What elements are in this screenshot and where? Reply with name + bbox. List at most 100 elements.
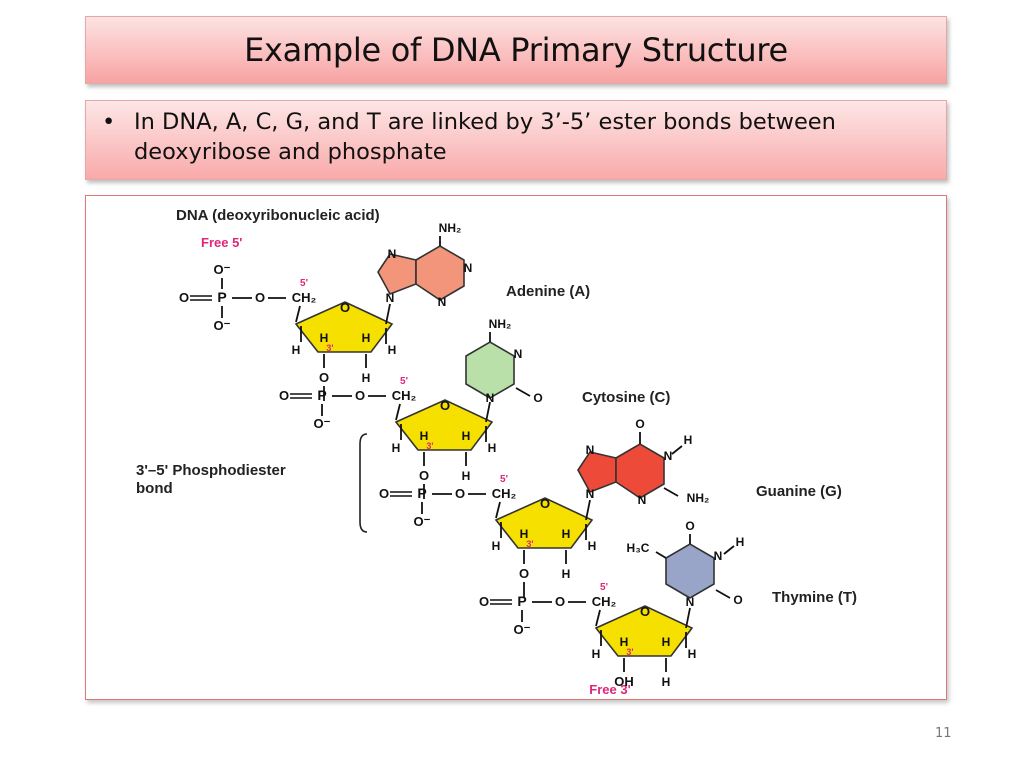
ring-oxygen: O [340,300,350,315]
glycosidic-bond [585,499,591,521]
ch2-ring-bond [295,305,301,323]
sugar-h: H [462,429,471,443]
ch2-group: CH₂ [492,486,517,501]
cytosine-label: Cytosine (C) [582,389,670,406]
glycosidic-bond [685,607,691,629]
sugar-h: H [462,469,471,483]
carbonyl-oxygen: O [733,593,742,607]
ring-oxygen: O [540,496,550,511]
nitrogen-atom: N [714,549,723,563]
nitrogen-atom: N [388,247,397,261]
phosphate-oxygen-bottom: O⁻ [514,622,531,637]
imino-h: H [736,535,745,549]
five-prime-marker: 5' [400,376,408,387]
three-prime-marker: 3' [626,647,633,657]
sugar-h: H [488,441,497,455]
sugar-h: H [592,647,601,661]
ester-oxygen: O [555,594,565,609]
linking-oxygen: O [419,468,429,483]
phosphate-oxygen-bottom: O⁻ [314,416,331,431]
sugar-h: H [388,343,397,357]
ch2-ring-bond [395,403,401,421]
amino-group: NH₂ [439,221,462,235]
diagram-heading: DNA (deoxyribonucleic acid) [176,207,380,224]
sugar-h: H [492,539,501,553]
bullet-dot: • [102,109,116,135]
nitrogen-atom: N [438,295,447,309]
phosphorus-atom: P [417,485,426,501]
three-prime-marker: 3' [426,441,433,451]
sugar-h: H [562,567,571,581]
guanine-pyrimidine-ring [615,443,665,499]
nitrogen-atom: N [638,493,647,507]
methyl-group: H₃C [627,541,650,555]
phosphodiester-bracket [359,433,368,533]
nitrogen-atom: N [664,449,673,463]
phosphodiester-label-line2: bond [136,480,173,497]
ring-oxygen: O [640,604,650,619]
sugar-h: H [292,343,301,357]
adenine-label: Adenine (A) [506,283,590,300]
title-banner: Example of DNA Primary Structure [85,16,947,84]
n-h-bond [671,445,683,455]
phosphate-double-o: O [479,594,489,609]
phosphorus-atom: P [517,593,526,609]
sugar-h: H [688,647,697,661]
sugar-h: H [392,441,401,455]
three-prime-marker: 3' [326,343,333,353]
thymine-label: Thymine (T) [772,589,857,606]
adenine-pyrimidine-ring [415,245,465,301]
bullet-item: • In DNA, A, C, G, and T are linked by 3… [102,107,932,167]
five-prime-marker: 5' [300,278,308,289]
amino-group: NH₂ [687,491,710,505]
linking-oxygen: O [319,370,329,385]
nh2-bond [663,487,679,497]
sugar-h: H [420,429,429,443]
sugar-h: H [588,539,597,553]
carbonyl-oxygen: O [635,417,644,431]
nitrogen-atom: N [486,391,495,405]
adenine-imidazole-ring [377,253,417,295]
imino-h: H [684,433,693,447]
ester-oxygen: O [355,388,365,403]
ch2-ring-bond [495,501,501,519]
nitrogen-atom: N [586,443,595,457]
thymine-ring [665,543,715,599]
nitrogen-atom: N [464,261,473,275]
methyl-bond [655,551,667,559]
ch2-group: CH₂ [392,388,417,403]
phosphate-oxygen-bottom: O⁻ [214,318,231,333]
ch2-group: CH₂ [592,594,617,609]
bullet-banner: • In DNA, A, C, G, and T are linked by 3… [85,100,947,180]
glycosidic-bond [485,401,491,423]
sugar-h: H [320,331,329,345]
ester-oxygen: O [255,290,265,305]
phosphate-double-o: O [279,388,289,403]
nitrogen-atom: N [386,291,395,305]
carbonyl-oxygen: O [533,391,542,405]
cytosine-ring [465,341,515,399]
guanine-imidazole-ring [577,451,617,493]
deoxyribose-ring [494,497,594,549]
guanine-label: Guanine (G) [756,483,842,500]
ch2-group: CH₂ [292,290,317,305]
dna-diagram-frame: DNA (deoxyribonucleic acid)Free 5'Free 3… [85,195,947,700]
sugar-h: H [362,331,371,345]
phosphate-double-o: O [379,486,389,501]
terminal-hydroxyl: OH [614,674,634,689]
amino-group: NH₂ [489,317,512,331]
n-h-bond [723,545,735,555]
three-prime-marker: 3' [526,539,533,549]
slide-title: Example of DNA Primary Structure [244,31,788,69]
phosphorus-atom: P [217,289,226,305]
dna-structure-diagram: DNA (deoxyribonucleic acid)Free 5'Free 3… [136,207,857,697]
deoxyribose-ring [594,605,694,657]
bullet-text: In DNA, A, C, G, and T are linked by 3’-… [134,109,836,165]
nitrogen-atom: N [514,347,523,361]
five-prime-marker: 5' [600,582,608,593]
ester-oxygen: O [455,486,465,501]
phosphodiester-label-line1: 3'–5' Phosphodiester [136,462,286,479]
ch2-ring-bond [595,609,601,627]
page-number: 11 [935,726,952,741]
carbonyl-bond [715,589,731,599]
